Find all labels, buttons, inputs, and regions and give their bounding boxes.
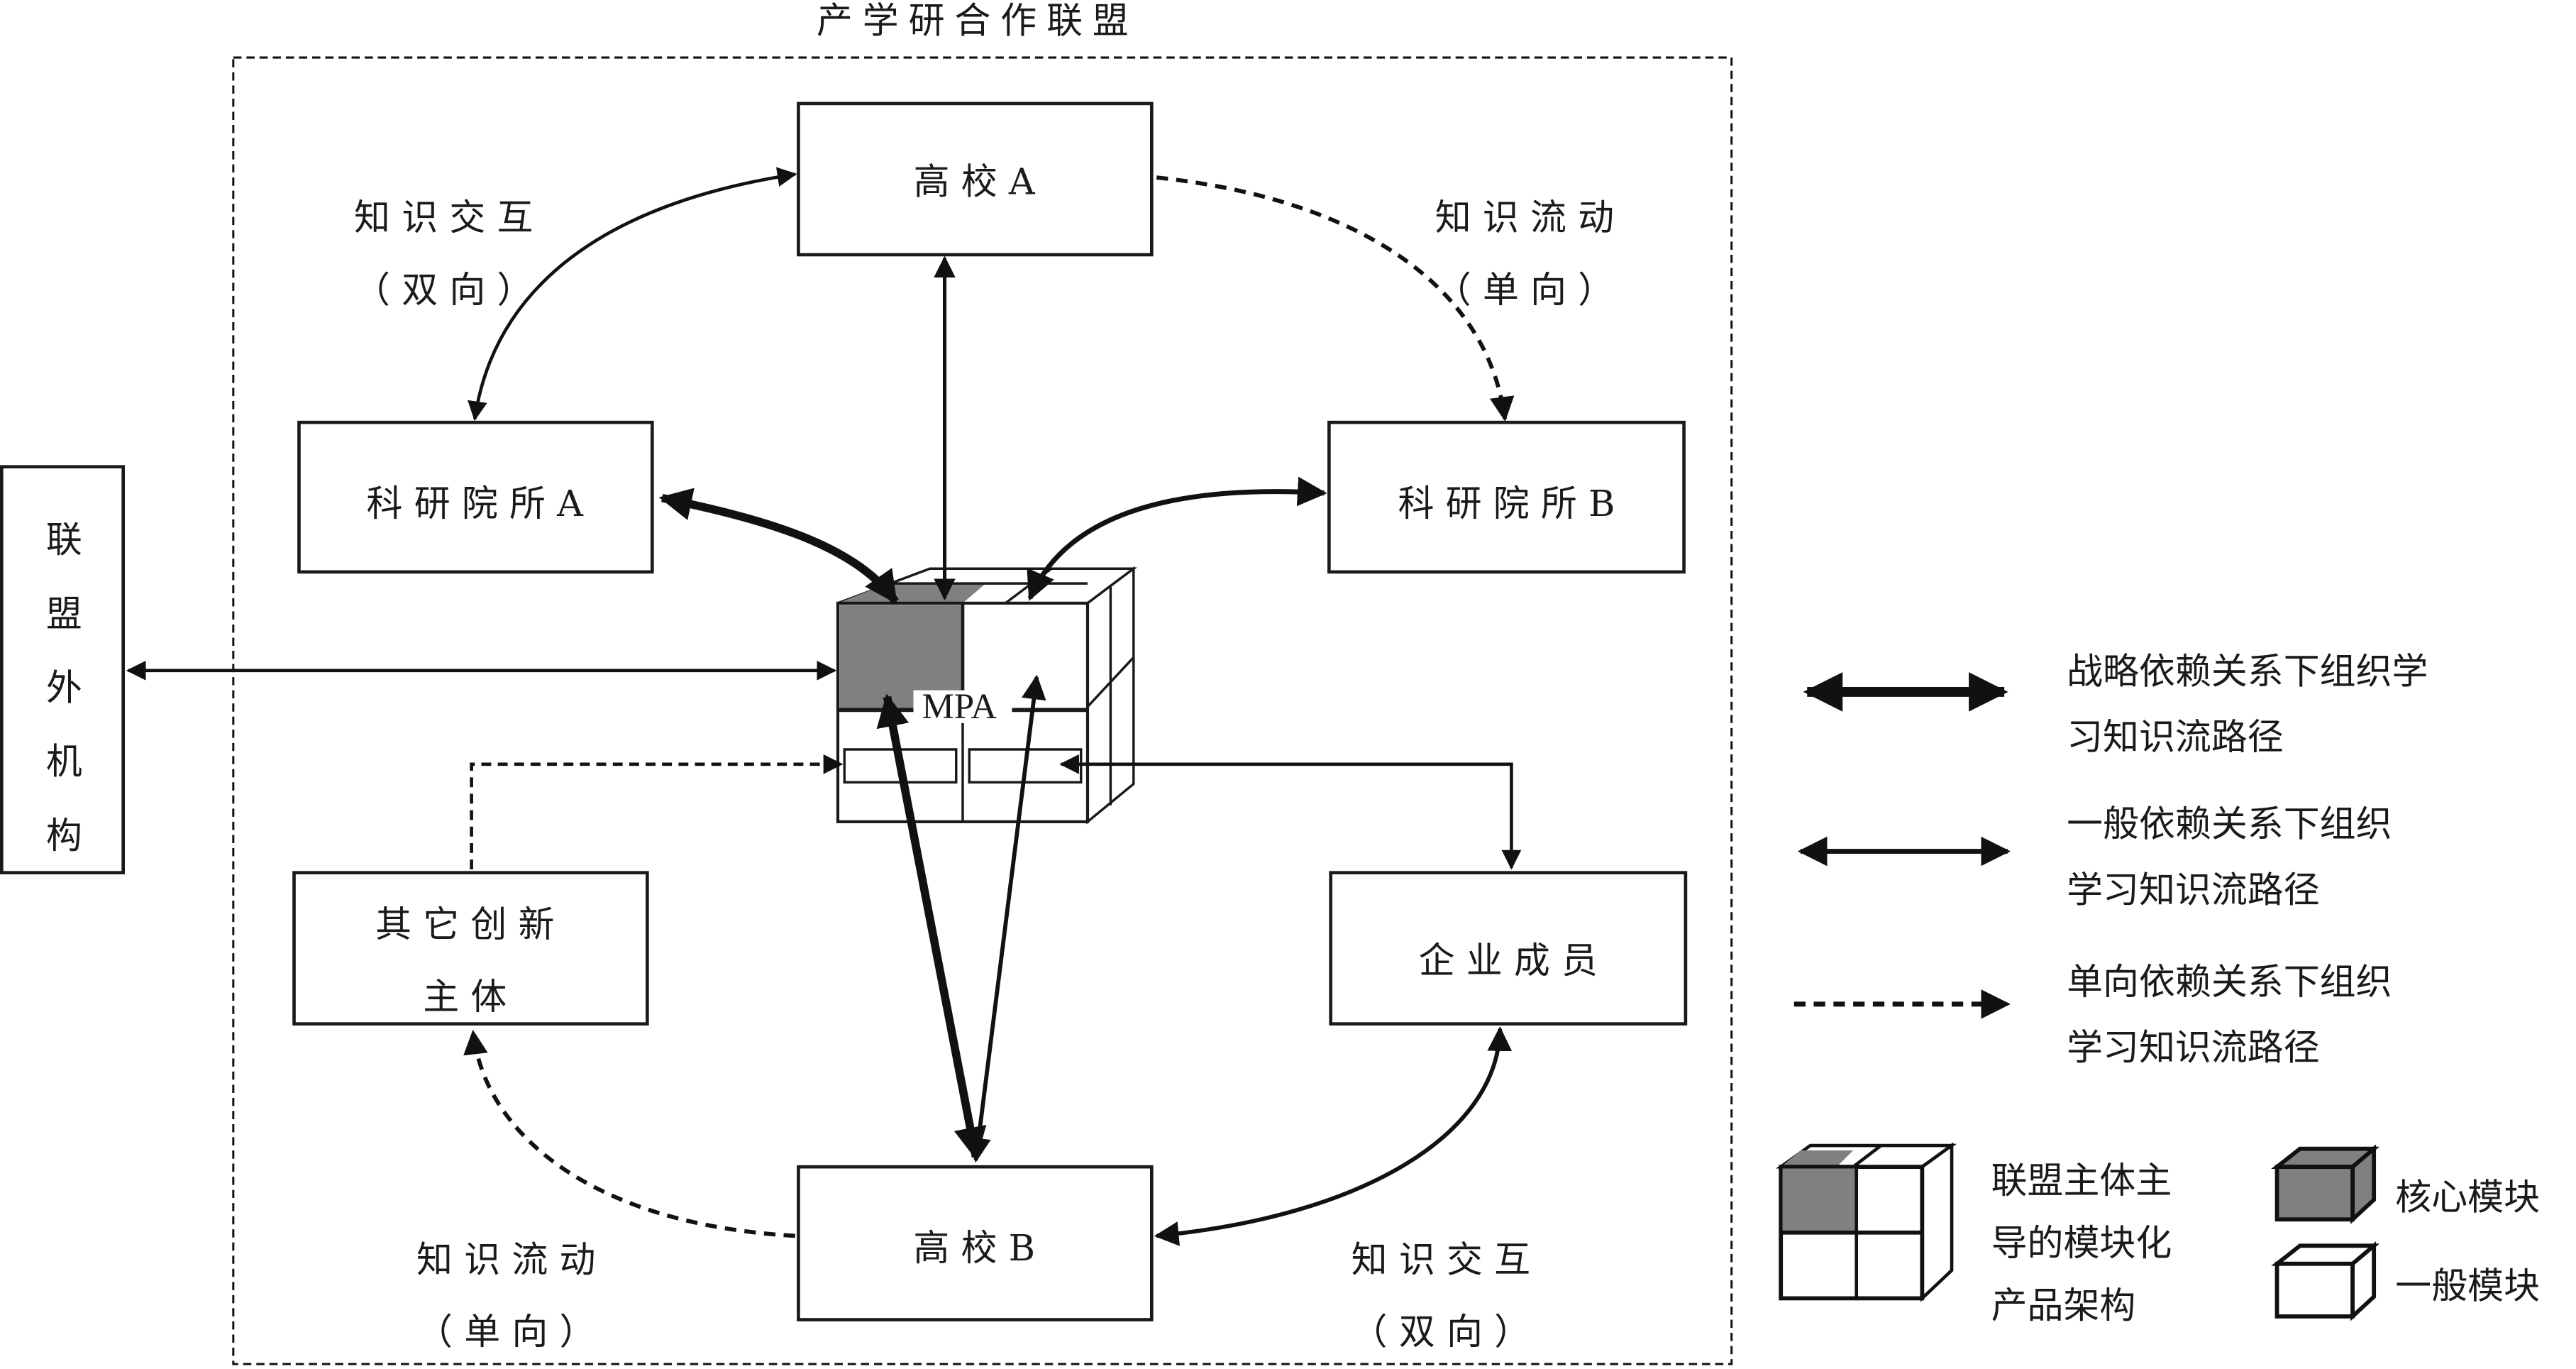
- edge-uni-b-enterprise[interactable]: [1154, 1026, 1513, 1246]
- node-university-b[interactable]: 高 校 B: [797, 1165, 1154, 1321]
- mpa-label: MPA: [922, 687, 997, 727]
- node-label: 高 校 B: [913, 1228, 1035, 1270]
- label-bottom-right-1: 知 识 交 互: [1351, 1239, 1530, 1281]
- edge-mpa-uni-b-general[interactable]: [966, 674, 1046, 1163]
- node-label: 构: [46, 815, 82, 857]
- label-bottom-left-1: 知 识 流 动: [416, 1239, 595, 1281]
- core-module-icon: [2271, 1144, 2380, 1224]
- legend-mpa-label-2: 导的模块化: [1991, 1223, 2172, 1265]
- node-label: 其 它 创 新: [375, 904, 554, 946]
- label-top-right-1: 知 识 流 动: [1435, 197, 1614, 239]
- node-institute-b[interactable]: 科 研 院 所 B: [1327, 420, 1686, 574]
- edge-mpa-uni-b-strategic[interactable]: [876, 693, 987, 1160]
- node-label: 联: [46, 519, 82, 561]
- label-bottom-right-2: （ 双 向 ）: [1351, 1312, 1530, 1353]
- svg-text:战略依赖关系下组织学: 战略依赖关系下组织学: [2067, 651, 2428, 693]
- node-label: 机: [46, 742, 82, 784]
- label-top-right-2: （ 单 向 ）: [1435, 270, 1614, 312]
- legend-core-module: 核心模块: [2395, 1177, 2540, 1219]
- node-external-institution[interactable]: 联 盟 外 机 构: [0, 465, 125, 874]
- node-label: 科 研 院 所 B: [1398, 483, 1615, 525]
- edge-enterprise-mpa[interactable]: [1059, 754, 1522, 870]
- node-label: 主 体: [423, 977, 507, 1018]
- legend-mpa-cube-icon: [1776, 1142, 1957, 1302]
- svg-text:学习知识流路径: 学习知识流路径: [2067, 869, 2320, 911]
- mpa-cube[interactable]: MPA: [836, 566, 1138, 825]
- label-top-left-2: （ 双 向 ）: [354, 270, 533, 312]
- svg-text:单向依赖关系下组织: 单向依赖关系下组织: [2067, 962, 2392, 1004]
- core-module-face: [839, 605, 963, 710]
- label-top-left-1: 知 识 交 互: [354, 197, 533, 239]
- legend-general-module: 一般模块: [2395, 1265, 2540, 1307]
- edge-uni-a-inst-a[interactable]: [468, 167, 797, 422]
- legend-mpa-label-1: 联盟主体主: [1991, 1160, 2172, 1202]
- edge-other-to-mpa[interactable]: [470, 754, 844, 870]
- node-university-a[interactable]: 高 校 A: [797, 101, 1154, 257]
- alliance-frame: [232, 56, 1733, 1365]
- svg-text:一般依赖关系下组织: 一般依赖关系下组织: [2067, 804, 2392, 846]
- cube-top-core: [838, 583, 986, 603]
- legend-general: 一般依赖关系下组织 学习知识流路径: [1797, 804, 2392, 911]
- alliance-title: 产学研合作联盟: [817, 0, 1139, 42]
- legend-oneway: 单向依赖关系下组织 学习知识流路径: [1793, 962, 2392, 1070]
- edge-inst-b-mpa[interactable]: [1027, 476, 1327, 601]
- node-label: 高 校 A: [914, 161, 1036, 203]
- legend: 战略依赖关系下组织学 习知识流路径 一般依赖关系下组织 学习知识流路径 单向依赖…: [1776, 651, 2540, 1327]
- label-bottom-left-2: （ 单 向 ）: [416, 1312, 595, 1353]
- node-label: 科 研 院 所 A: [367, 483, 585, 525]
- edge-inst-a-mpa-strategic[interactable]: [658, 488, 899, 605]
- svg-text:习知识流路径: 习知识流路径: [2067, 717, 2284, 759]
- node-label: 外: [46, 667, 82, 709]
- edge-uni-b-other[interactable]: [463, 1029, 795, 1238]
- svg-text:学习知识流路径: 学习知识流路径: [2067, 1028, 2320, 1070]
- node-label: 盟: [46, 593, 82, 635]
- legend-strategic: 战略依赖关系下组织学 习知识流路径: [1803, 651, 2428, 759]
- node-label: 企 业 成 员: [1419, 940, 1598, 982]
- node-enterprise[interactable]: 企 业 成 员: [1329, 871, 1688, 1026]
- node-other-innovators[interactable]: 其 它 创 新 主 体: [292, 871, 649, 1026]
- legend-mpa-label-3: 产品架构: [1991, 1285, 2136, 1327]
- node-institute-a[interactable]: 科 研 院 所 A: [297, 420, 654, 574]
- edge-uni-a-inst-b[interactable]: [1156, 175, 1515, 422]
- general-module-icon: [2271, 1241, 2380, 1321]
